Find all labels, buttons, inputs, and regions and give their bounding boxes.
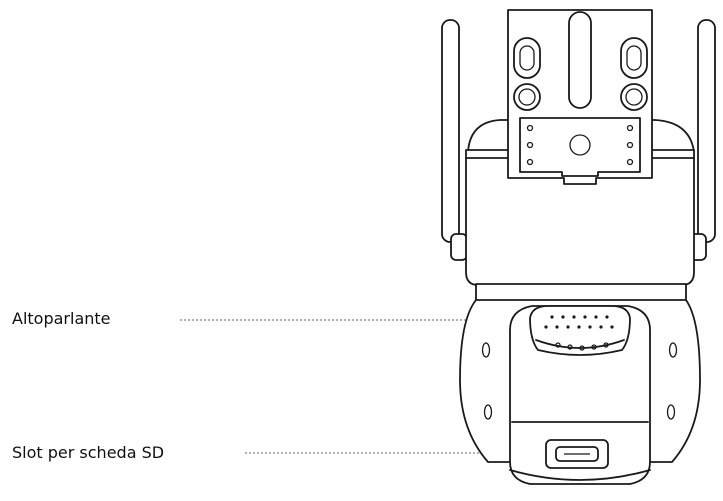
mounting-plate <box>507 9 653 185</box>
speaker-grille <box>529 305 631 356</box>
sd-slot-label: Slot per scheda SD <box>12 443 165 462</box>
screw-hole-right <box>620 83 648 111</box>
bracket-center-hole <box>569 134 591 156</box>
speaker-label: Altoparlante <box>12 309 111 328</box>
inner-bracket <box>519 117 641 177</box>
screw-hole-left <box>513 83 541 111</box>
side-vent-left-upper <box>481 342 491 358</box>
side-vent-left-lower <box>483 404 493 420</box>
side-vent-right-upper <box>668 342 678 358</box>
keyhole-left <box>513 37 541 79</box>
antenna-left <box>441 19 468 261</box>
keyhole-right <box>620 37 648 79</box>
center-slot <box>568 11 592 109</box>
side-vent-right-lower <box>666 404 676 420</box>
sd-card-slot <box>545 439 609 469</box>
